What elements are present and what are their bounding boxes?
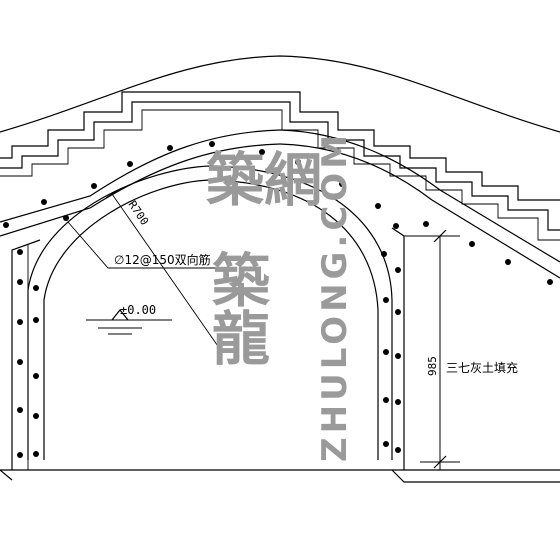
radius-leader xyxy=(111,193,223,353)
wall-left xyxy=(11,239,41,470)
dimension-985 xyxy=(420,229,460,470)
radius-tick xyxy=(105,189,119,199)
wall-right xyxy=(391,227,405,470)
step-profile-left-outer xyxy=(0,91,280,159)
vault-inner xyxy=(43,179,379,460)
slab-top-left xyxy=(0,129,281,223)
watermark-cjk-upper: 築網 xyxy=(206,146,322,214)
footing-right xyxy=(391,469,560,483)
dimension-label: 985 xyxy=(426,356,439,376)
elevation-label: ±0.00 xyxy=(120,303,156,317)
step-profile-left-inner xyxy=(0,101,280,169)
step-profile-right-inner2 xyxy=(280,109,560,241)
fill-note: 三七灰土填充 xyxy=(446,360,518,375)
rebar-leader xyxy=(67,221,236,269)
step-profile-right-outer xyxy=(280,91,560,201)
step-profile-left-inner2 xyxy=(0,109,280,177)
slab-bottom-left xyxy=(0,143,281,237)
watermark-latin: ZHULONG.COM xyxy=(315,131,355,462)
watermark-cjk-lower: 築龍 xyxy=(202,250,270,366)
roof-outline xyxy=(0,55,560,133)
footing-left xyxy=(0,469,13,481)
slab-top-right xyxy=(279,129,560,263)
step-profile-right-inner xyxy=(280,101,560,231)
fill-boundary xyxy=(404,235,441,470)
radius-label: R700 xyxy=(126,198,152,227)
elevation-marker xyxy=(86,309,172,335)
slab-bottom-right xyxy=(279,143,560,279)
wall-rebar xyxy=(17,249,401,458)
slab-rebar xyxy=(3,141,553,285)
vault-outer xyxy=(27,165,393,460)
rebar-label: ∅12@150双向筋 xyxy=(114,252,211,267)
